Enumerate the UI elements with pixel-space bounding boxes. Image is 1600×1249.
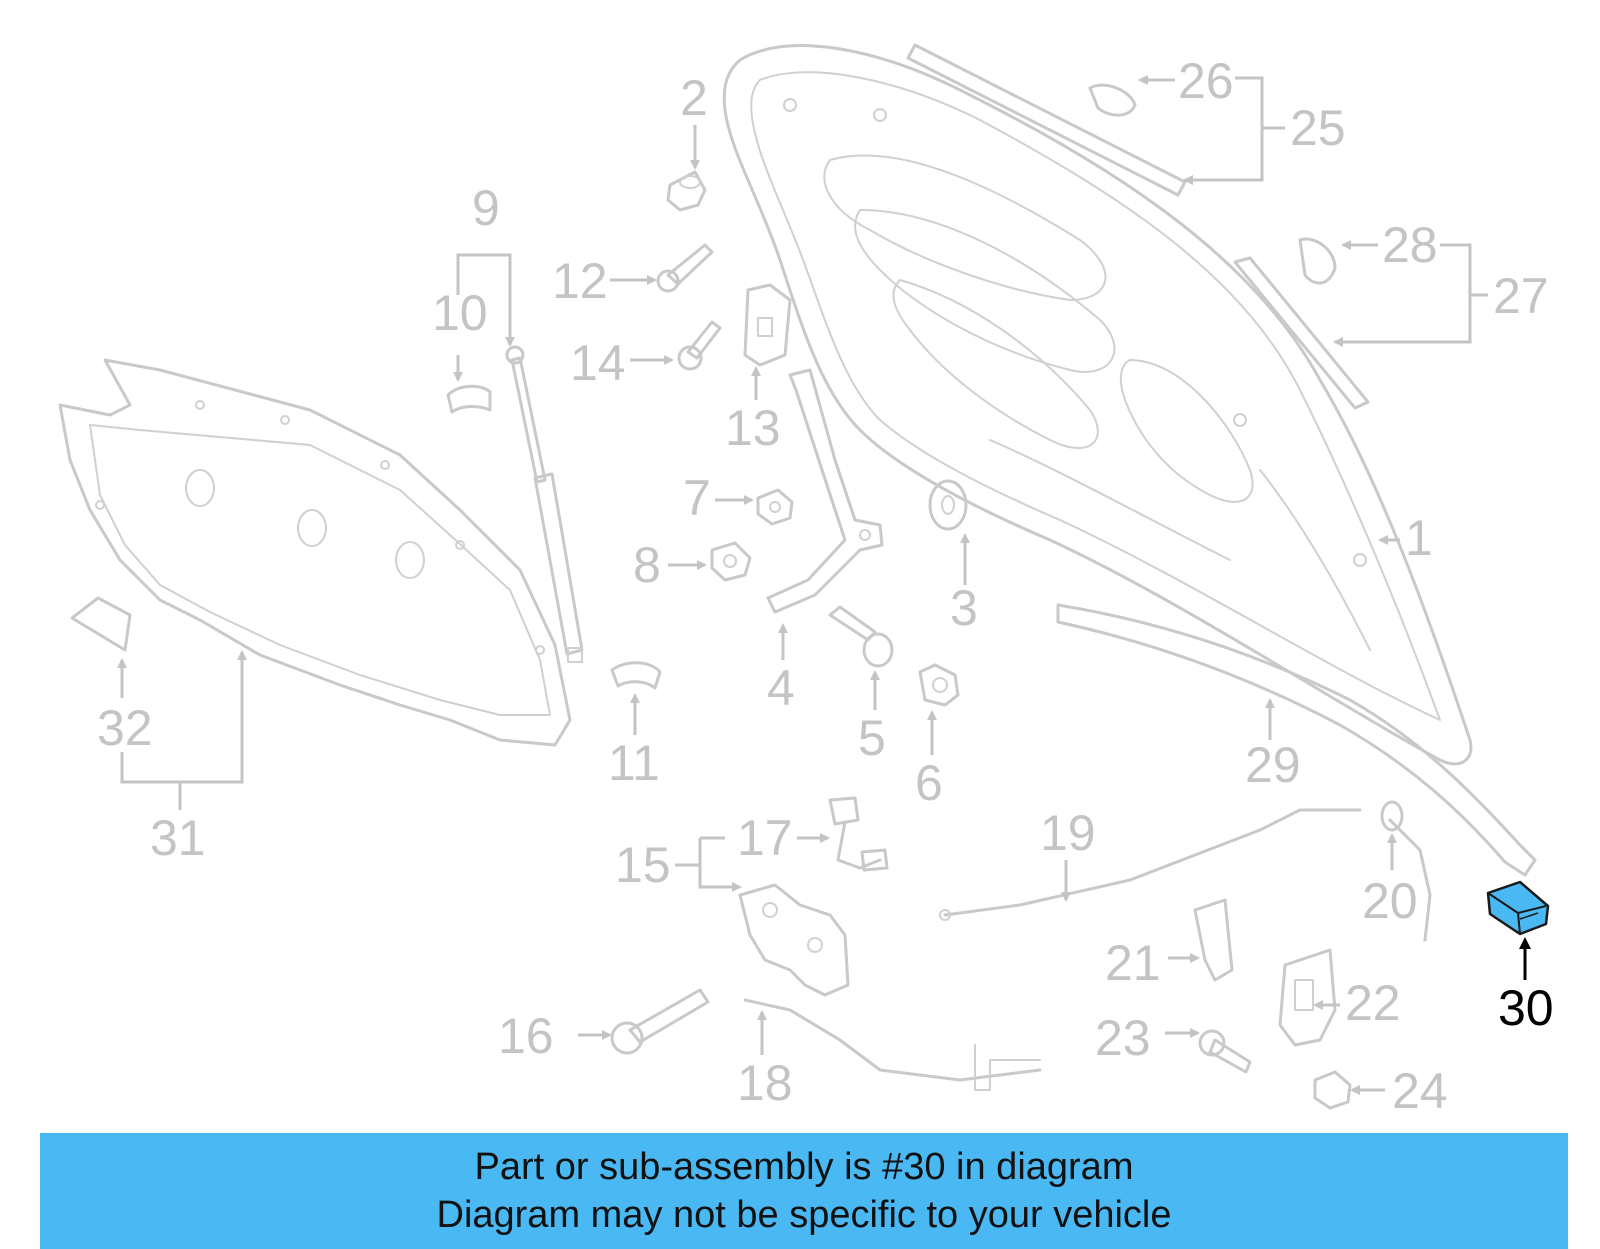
part-6-nut[interactable]	[918, 663, 960, 707]
callout-14[interactable]: 14	[570, 335, 626, 391]
part-3-washer[interactable]	[928, 479, 968, 531]
callout-2[interactable]: 2	[680, 70, 708, 126]
part-18-release-cable[interactable]	[743, 998, 1042, 1091]
callout-32[interactable]: 32	[97, 700, 153, 756]
part-5-bolt[interactable]	[828, 605, 894, 668]
part-11-clip[interactable]	[610, 661, 662, 690]
callout-29[interactable]: 29	[1245, 737, 1301, 793]
callout-labels: 1 2 3 4 5 6 7 8 9 10 11 12 13 14 15 16 1…	[97, 53, 1554, 1119]
callout-30[interactable]: 30	[1498, 980, 1554, 1036]
part-7-nut[interactable]	[756, 488, 794, 526]
part-23-bolt[interactable]	[1198, 1029, 1252, 1074]
part-9-gas-strut[interactable]	[505, 345, 584, 663]
part-2-hood-bumper[interactable]	[666, 170, 707, 212]
callout-16[interactable]: 16	[498, 1008, 554, 1064]
part-17-switch[interactable]	[828, 796, 889, 872]
callout-20[interactable]: 20	[1362, 873, 1418, 929]
callout-8[interactable]: 8	[633, 537, 661, 593]
callout-21[interactable]: 21	[1105, 935, 1161, 991]
callout-26[interactable]: 26	[1178, 53, 1234, 109]
part-19-release-cable[interactable]	[939, 808, 1432, 942]
part-28-clip[interactable]	[1298, 237, 1337, 285]
part-20-grommet[interactable]	[1380, 800, 1404, 832]
part-15-hood-latch[interactable]	[738, 883, 850, 997]
leader-lines	[117, 75, 1488, 1095]
callout-23[interactable]: 23	[1095, 1010, 1151, 1066]
part-12-clip[interactable]	[656, 243, 714, 293]
callout-11[interactable]: 11	[608, 735, 660, 791]
callout-12[interactable]: 12	[552, 253, 608, 309]
caption-line-2: Diagram may not be specific to your vehi…	[436, 1194, 1172, 1236]
callout-7[interactable]: 7	[683, 470, 711, 526]
callout-9[interactable]: 9	[472, 180, 500, 236]
part-21-bracket[interactable]	[1193, 898, 1234, 982]
part-27-weatherstrip[interactable]	[1233, 256, 1370, 410]
callout-18[interactable]: 18	[737, 1055, 793, 1111]
callout-22[interactable]: 22	[1345, 975, 1401, 1031]
part-13-striker[interactable]	[743, 283, 792, 367]
part-10-clip[interactable]	[446, 384, 492, 414]
part-24-clip[interactable]	[1313, 1070, 1352, 1110]
callout-15[interactable]: 15	[615, 837, 671, 893]
part-29-hood-seal[interactable]	[1056, 603, 1537, 877]
part-25-weatherstrip[interactable]	[906, 43, 1187, 197]
part-1-hood-panel[interactable]	[722, 44, 1473, 766]
part-31-insulator[interactable]	[58, 358, 572, 747]
callout-6[interactable]: 6	[915, 755, 943, 811]
part-4-hood-hinge[interactable]	[766, 368, 884, 614]
callout-28[interactable]: 28	[1382, 217, 1438, 273]
caption-banner: Part or sub-assembly is #30 in diagram D…	[40, 1133, 1568, 1249]
callout-31[interactable]: 31	[150, 810, 206, 866]
callout-27[interactable]: 27	[1493, 268, 1549, 324]
callout-17[interactable]: 17	[737, 810, 793, 866]
callout-19[interactable]: 19	[1040, 805, 1096, 861]
part-14-bolt[interactable]	[677, 320, 722, 371]
callout-5[interactable]: 5	[858, 710, 886, 766]
part-26-clip[interactable]	[1088, 83, 1137, 117]
callout-25[interactable]: 25	[1290, 100, 1346, 156]
callout-1[interactable]: 1	[1405, 510, 1433, 566]
callout-24[interactable]: 24	[1392, 1063, 1448, 1119]
callout-13[interactable]: 13	[725, 400, 781, 456]
callout-3[interactable]: 3	[950, 580, 978, 636]
callout-4[interactable]: 4	[767, 660, 795, 716]
callout-10[interactable]: 10	[432, 285, 488, 341]
part-30-hood-buffer-highlighted[interactable]	[1486, 880, 1550, 936]
caption-line-1: Part or sub-assembly is #30 in diagram	[474, 1146, 1134, 1188]
part-16-bolt[interactable]	[610, 988, 710, 1055]
part-8-nut[interactable]	[710, 541, 752, 582]
part-22-bracket[interactable]	[1278, 948, 1337, 1047]
part-32-clip[interactable]	[70, 596, 132, 652]
